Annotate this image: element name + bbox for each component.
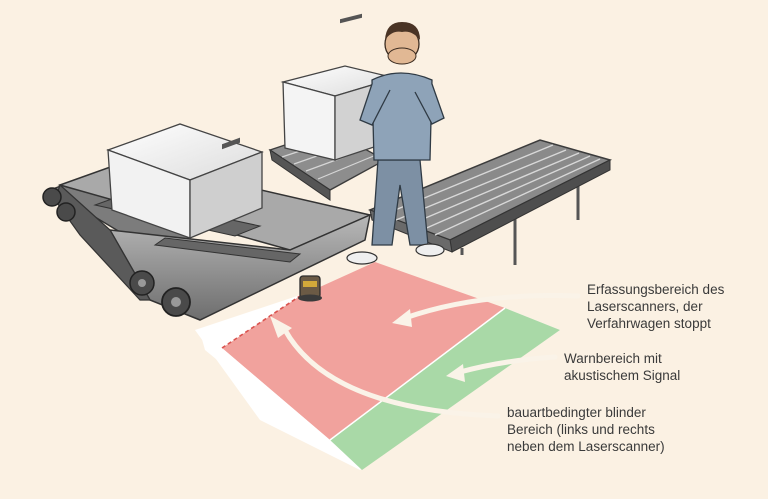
box-label <box>340 14 362 23</box>
label-line: Laserscanners, der <box>587 298 724 315</box>
label-blind-zone: bauartbedingter blinder Bereich (links u… <box>507 404 665 455</box>
scanner-base <box>298 295 322 302</box>
wheel-hub <box>138 279 146 287</box>
wheel-hub <box>171 297 181 307</box>
label-line: bauartbedingter blinder <box>507 404 665 421</box>
person-shoe <box>416 244 444 256</box>
label-line: Verfahrwagen stoppt <box>587 315 724 332</box>
scanner-window <box>303 281 317 287</box>
wheel <box>43 188 61 206</box>
label-line: Bereich (links und rechts <box>507 421 665 438</box>
person-torso <box>372 73 432 160</box>
label-line: Warnbereich mit <box>564 350 680 367</box>
person-shoe <box>347 252 377 264</box>
wheel <box>57 203 75 221</box>
label-warning-zone: Warnbereich mit akustischem Signal <box>564 350 680 384</box>
label-line: akustischem Signal <box>564 367 680 384</box>
box-front <box>283 82 335 160</box>
person-hands <box>388 48 416 64</box>
laser-scanner <box>298 276 322 302</box>
label-line: Erfassungsbereich des <box>587 281 724 298</box>
label-detection-zone: Erfassungsbereich des Laserscanners, der… <box>587 281 724 332</box>
label-line: neben dem Laserscanner) <box>507 438 665 455</box>
